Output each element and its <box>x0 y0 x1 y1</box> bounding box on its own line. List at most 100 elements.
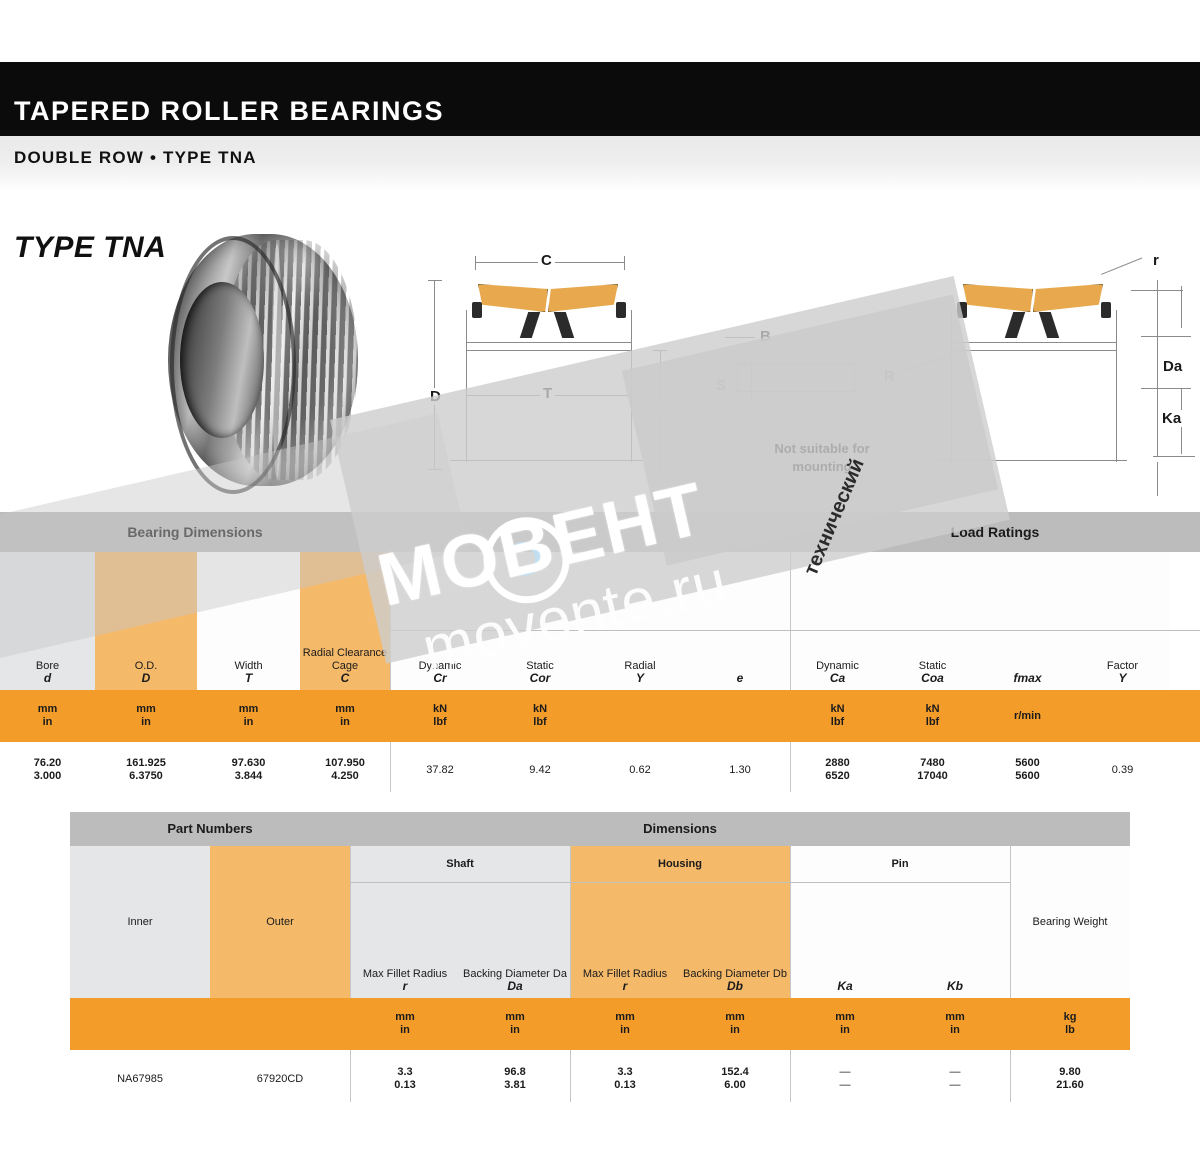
table2-col-housing-backing: Backing Diameter Db Db <box>680 882 790 998</box>
table1-col-width-symbol: T <box>244 671 253 686</box>
table1-col-coa: Static Coa <box>885 552 980 690</box>
table1-col-factor-label: Factor <box>1106 659 1139 672</box>
dim-label-Da: Da <box>1160 358 1186 375</box>
spacer-drawing: B S <box>713 325 865 445</box>
table1-col-clearance-symbol: C <box>340 671 350 686</box>
dim-label-C: C <box>538 252 555 269</box>
dim-label-S: S <box>713 377 730 394</box>
table1-col-coa-symbol: Coa <box>921 671 944 686</box>
table1-col-e-symbol: e <box>736 671 744 686</box>
table1-col-radial: Radial Y <box>590 552 690 690</box>
table1-col-od-symbol: D <box>141 671 151 686</box>
table-row: 0.39 <box>1111 763 1134 776</box>
dim-label-R: R <box>881 368 898 385</box>
table1-col-clearance: Radial Clearance Cage C <box>300 552 390 690</box>
table1-col-static-symbol: Cor <box>529 671 551 686</box>
bearing-photo <box>168 226 364 496</box>
table1-col-dynamic-label: Dynamic <box>418 659 462 672</box>
table1-col-ca-label: Dynamic <box>816 659 859 672</box>
table1-col-bore-label: Bore <box>35 659 60 672</box>
table2-subgroup-shaft: Shaft <box>350 846 570 882</box>
table1-group-load-ratings: Load Ratings <box>790 512 1200 552</box>
drawing-note: Not suitable for mounting <box>774 441 870 474</box>
table2-col-inner: Inner <box>70 846 210 998</box>
page-subtitle: DOUBLE ROW • TYPE TNA <box>14 148 257 167</box>
table-row: —— <box>839 1066 851 1091</box>
table1-col-od: O.D. D <box>95 552 197 690</box>
subtitle-band <box>0 136 1200 188</box>
table1-col-ca: Dynamic Ca <box>790 552 885 690</box>
table2-subgroup-pin: Pin <box>790 846 1010 882</box>
table-row: 67920CD <box>256 1072 304 1085</box>
table-row: 0.62 <box>629 763 651 776</box>
table1-col-factor: Factor Y <box>1075 552 1170 690</box>
table1-col-bore: Bore d <box>0 552 95 690</box>
table1-col-radial-symbol: Y <box>635 671 644 686</box>
table-bearing-data: Bearing Dimensions Load Ratings Bore d O… <box>0 512 1200 792</box>
type-label: TYPE TNA <box>14 231 167 264</box>
table1-col-od-label: O.D. <box>134 659 158 672</box>
dim-label-B: B <box>757 328 774 345</box>
dim-label-Ka: Ka <box>1159 410 1185 427</box>
dim-label-T: T <box>540 385 556 402</box>
table2-group-dimensions: Dimensions <box>350 812 1010 846</box>
table2-col-kb: Kb <box>900 882 1010 998</box>
table2-col-ka: Ka <box>790 882 900 998</box>
table-part-numbers: Part Numbers Dimensions Inner Outer Shaf… <box>70 812 1130 1112</box>
cross-section-right: r R Da Ka <box>881 250 1200 505</box>
table1-col-bore-symbol: d <box>43 671 52 686</box>
table2-subgroup-housing: Housing <box>570 846 790 882</box>
table-row: NA67985 <box>117 1072 163 1085</box>
table1-col-width: Width T <box>197 552 300 690</box>
dim-label-D: D <box>427 388 444 405</box>
table1-col-e: e <box>690 552 790 690</box>
table1-col-radial-label: Radial <box>624 659 656 672</box>
table2-col-weight: Bearing Weight <box>1010 846 1130 998</box>
table1-col-fmax-symbol: fmax <box>1013 671 1042 686</box>
dim-label-r: r <box>1150 252 1162 269</box>
table1-col-dynamic: Dynamic Cr <box>390 552 490 690</box>
table1-col-static-label: Static <box>526 659 554 672</box>
cross-section-left: C D T <box>420 250 690 500</box>
table-row: 9.42 <box>529 763 551 776</box>
table1-col-dynamic-symbol: Cr <box>433 671 447 686</box>
table-row: —— <box>949 1066 961 1091</box>
table2-col-shaft-backing: Backing Diameter Da Da <box>460 882 570 998</box>
header-bar <box>0 62 1200 136</box>
table1-col-ca-symbol: Ca <box>829 671 846 686</box>
table1-unit-fmax: r/min <box>980 690 1075 742</box>
table1-col-fmax: fmax <box>980 552 1075 690</box>
table2-col-housing-fillet: Max Fillet Radius r <box>570 882 680 998</box>
table1-col-clearance-label: Radial Clearance Cage <box>302 646 388 672</box>
table2-col-shaft-fillet: Max Fillet Radius r <box>350 882 460 998</box>
page-title: TAPERED ROLLER BEARINGS <box>14 96 445 126</box>
table1-col-static: Static Cor <box>490 552 590 690</box>
table2-col-outer: Outer <box>210 846 350 998</box>
